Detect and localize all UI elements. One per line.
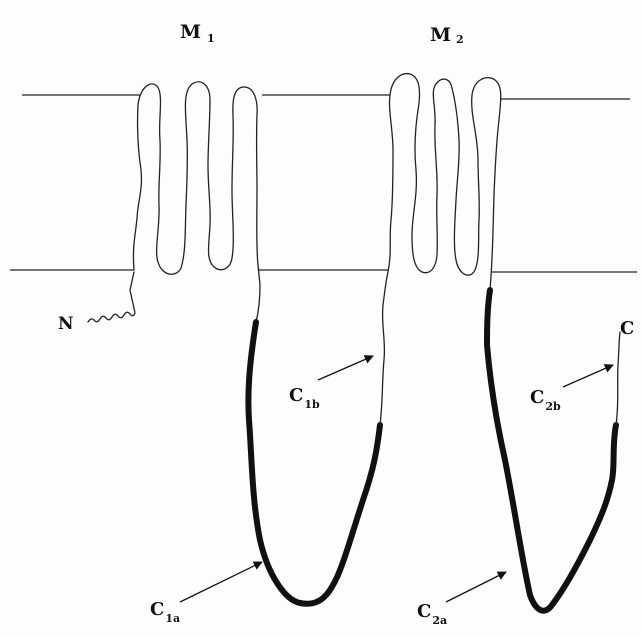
n-terminus-tail [88, 272, 135, 322]
c2b-label: C2b [530, 387, 561, 413]
c1b-arrow [318, 356, 373, 380]
c2a-label: C2a [417, 601, 447, 627]
c-terminus-label: C [620, 318, 634, 339]
n-terminus-label: N [58, 314, 74, 334]
c1a-segment [248, 322, 380, 604]
c1a-arrow [180, 562, 262, 602]
c2a-segment [487, 290, 616, 611]
m1-transmembrane-domain [133, 82, 260, 285]
c1b-label: C1b [289, 385, 320, 411]
m2-transmembrane-domain [388, 74, 501, 290]
c2b-arrow [563, 365, 613, 387]
c1b-segment [256, 285, 260, 322]
c2b-segment [616, 332, 620, 425]
c2a-arrow [446, 572, 506, 602]
c1b-rising-segment [380, 272, 388, 425]
c1a-label: C1a [150, 599, 180, 625]
